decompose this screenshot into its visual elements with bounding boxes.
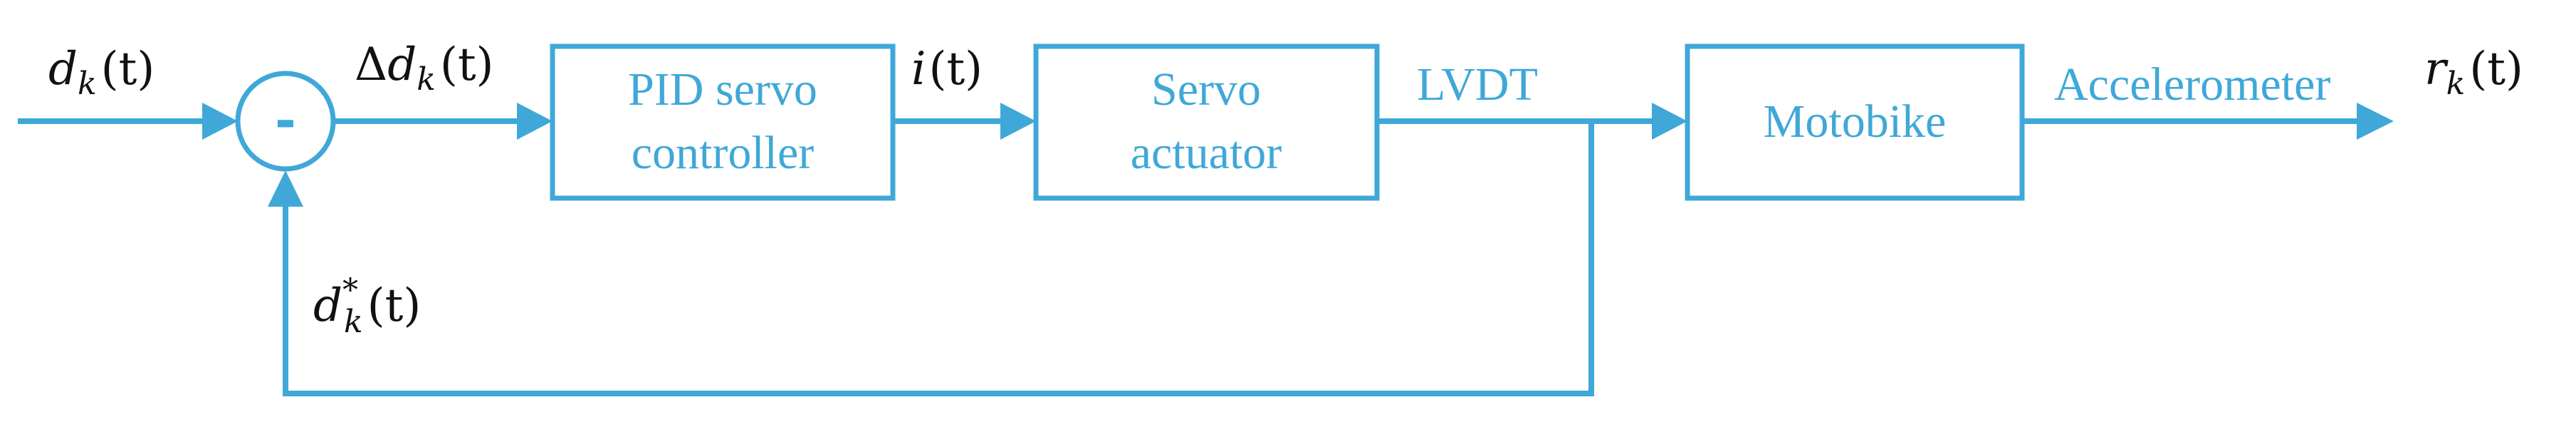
error-arrowhead — [517, 103, 553, 140]
feedback-arrowhead — [268, 170, 303, 207]
feedback-wire — [283, 121, 1594, 396]
input-signal-label: dk(t) — [48, 43, 155, 102]
input-arrowhead — [202, 103, 238, 140]
motobike-block-label: Motobike — [1764, 96, 1947, 148]
pid-controller-block — [550, 43, 896, 201]
summing-junction-sign: - — [275, 91, 296, 150]
lvdt-label: LVDT — [1417, 58, 1538, 110]
pid-block-line2: controller — [632, 127, 815, 179]
summing-junction — [235, 71, 336, 172]
servo-actuator-block — [1033, 43, 1380, 201]
output-arrowhead — [2357, 103, 2394, 140]
accelerometer-label: Accelerometer — [2054, 58, 2330, 110]
output-signal-label: rk(t) — [2424, 43, 2523, 102]
motobike-block — [1685, 43, 2025, 201]
current-signal-label: i(t) — [911, 43, 983, 96]
servo-block-line1: Servo — [1151, 63, 1261, 115]
feedback-signal-label: d*k(t) — [313, 272, 421, 340]
error-signal-label: Δdk(t) — [355, 38, 494, 98]
lvdt-arrowhead — [1652, 103, 1687, 140]
pid-block-line1: PID servo — [628, 63, 817, 115]
servo-block-line2: actuator — [1131, 127, 1282, 179]
current-arrowhead — [1000, 103, 1036, 140]
